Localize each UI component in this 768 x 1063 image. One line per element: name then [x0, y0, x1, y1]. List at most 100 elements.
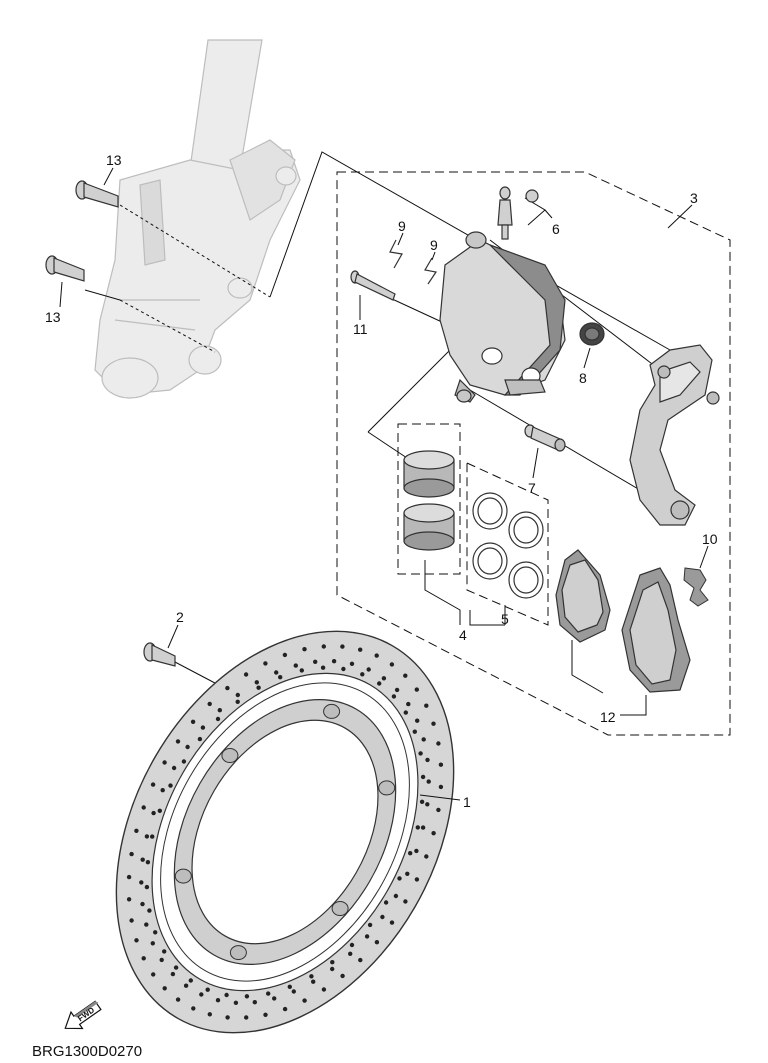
- vent-hole: [190, 719, 196, 724]
- vent-hole: [420, 825, 426, 830]
- disc-bolt-head: [331, 901, 349, 916]
- callout-3: 3: [690, 190, 698, 206]
- vent-hole: [340, 644, 345, 649]
- vent-hole: [207, 701, 212, 707]
- vent-hole: [320, 665, 326, 670]
- vent-hole: [282, 1006, 288, 1012]
- vent-hole: [150, 834, 155, 839]
- callout-10: 10: [702, 531, 718, 547]
- vent-hole: [170, 971, 176, 977]
- callout-labels: 13 13 2 3 6 9 9 11 8 7 10 4 5 12 1: [45, 152, 718, 810]
- vent-hole: [431, 721, 436, 726]
- bleeder-screw-6: [497, 186, 539, 240]
- vent-hole: [266, 991, 271, 996]
- callout-13-lower: 13: [45, 309, 61, 325]
- vent-hole: [278, 675, 283, 680]
- disc-mount-bolts: [174, 703, 396, 961]
- vent-hole: [162, 949, 167, 954]
- vent-hole: [224, 992, 229, 998]
- pad-pin-clip-9a: [389, 239, 403, 269]
- vent-hole: [438, 784, 444, 790]
- vent-hole: [309, 974, 314, 979]
- callout-7: 7: [528, 480, 536, 496]
- vent-hole: [420, 774, 426, 780]
- vent-hole: [349, 942, 355, 948]
- seal-group-box: [466, 462, 549, 626]
- callout-6: 6: [552, 221, 560, 237]
- vent-hole: [330, 960, 335, 965]
- vent-hole: [141, 956, 146, 961]
- vent-hole: [254, 680, 259, 685]
- vent-hole: [377, 681, 382, 686]
- vent-hole: [293, 663, 298, 668]
- vent-hole: [139, 880, 144, 885]
- vent-hole: [291, 989, 296, 994]
- vent-hole: [200, 725, 206, 730]
- vent-hole: [126, 897, 132, 902]
- vent-hole: [302, 647, 307, 652]
- vent-hole: [403, 899, 408, 904]
- vent-hole: [311, 979, 316, 984]
- vent-hole: [374, 653, 379, 658]
- vent-hole: [425, 757, 430, 763]
- callout-4: 4: [459, 627, 467, 643]
- caliper-assembly-box: [336, 171, 731, 736]
- vent-hole: [393, 893, 399, 899]
- vent-hole: [415, 718, 420, 723]
- callout-12: 12: [600, 709, 616, 725]
- vent-hole: [144, 834, 150, 839]
- vent-hole: [157, 808, 162, 813]
- vent-hole: [383, 900, 389, 905]
- vent-hole: [424, 703, 429, 708]
- vent-hole: [126, 874, 132, 880]
- vent-hole: [389, 920, 395, 925]
- pad-spring-10: [683, 567, 709, 607]
- disc-bolt-head: [378, 780, 396, 796]
- vent-hole: [150, 941, 155, 946]
- vent-hole: [321, 644, 326, 649]
- piston-upper: [403, 450, 455, 498]
- pin-cap-8: [579, 322, 605, 346]
- disc-vent-holes: [126, 644, 444, 1020]
- mount-bolt-13-lower: [45, 255, 85, 282]
- vent-hole: [185, 744, 190, 750]
- vent-hole: [144, 884, 150, 890]
- vent-hole: [147, 908, 152, 913]
- vent-hole: [358, 957, 363, 963]
- vent-hole: [418, 751, 423, 756]
- vent-hole: [162, 760, 167, 765]
- vent-hole: [162, 986, 167, 991]
- disc-bolt-head: [229, 945, 247, 961]
- diagram-code: BRG1300D0270: [32, 1043, 142, 1060]
- vent-hole: [134, 828, 139, 833]
- vent-hole: [173, 965, 179, 970]
- vent-hole: [215, 998, 221, 1003]
- vent-hole: [406, 701, 411, 707]
- callout-8: 8: [579, 370, 587, 386]
- vent-hole: [348, 951, 353, 956]
- vent-hole: [150, 782, 156, 787]
- vent-hole: [243, 672, 249, 677]
- callout-2: 2: [176, 609, 184, 625]
- vent-hole: [151, 972, 156, 977]
- vent-hole: [263, 661, 268, 666]
- vent-hole: [207, 1012, 212, 1017]
- vent-hole: [367, 922, 373, 928]
- vent-hole: [436, 807, 441, 813]
- vent-hole: [205, 987, 210, 992]
- vent-hole: [360, 672, 365, 677]
- vent-hole: [331, 659, 337, 664]
- vent-hole: [340, 973, 345, 979]
- vent-hole: [358, 647, 363, 652]
- vent-hole: [225, 1015, 230, 1020]
- pad-pin-clip-9b: [424, 257, 438, 285]
- callout-9-left: 9: [398, 218, 406, 234]
- vent-hole: [287, 984, 292, 989]
- disc-bolt-head: [174, 868, 192, 884]
- vent-hole: [425, 802, 430, 807]
- brake-pad-outer: [621, 567, 691, 693]
- vent-hole: [235, 699, 240, 704]
- vent-hole: [302, 998, 307, 1003]
- callout-1: 1: [463, 794, 471, 810]
